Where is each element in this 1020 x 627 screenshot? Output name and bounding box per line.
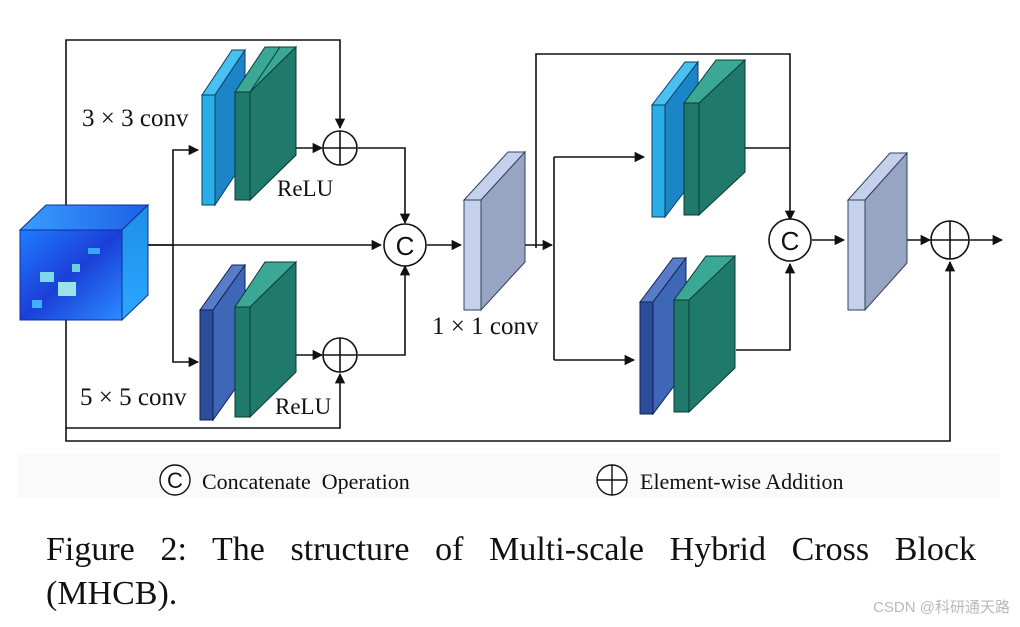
svg-text:C: C [167, 468, 183, 493]
concat-symbol-2: C [781, 226, 800, 256]
mhcb-diagram: C C 3 × 3 conv [18, 39, 1004, 498]
skip-line-top [65, 39, 346, 210]
watermark: CSDN @科研通天路 [873, 599, 1010, 616]
legend-concat-icon: C [159, 464, 191, 496]
legend-concat-label: Concatenate Operation [202, 469, 410, 494]
legend: C Concatenate Operation Element-wise Add… [18, 453, 1000, 498]
right-conv-bottom-block [639, 254, 736, 416]
branch-line-bottom [172, 245, 200, 368]
add-bottom-to-concat-line [358, 264, 411, 356]
label-conv5: 5 × 5 conv [80, 384, 187, 411]
concat-operator-1: C [383, 223, 427, 267]
skip-line-long [65, 260, 956, 442]
skip-line-right [535, 53, 796, 248]
conv3-block [201, 45, 297, 207]
conv5-block [199, 260, 297, 422]
conv1-block [462, 150, 527, 312]
legend-add-label: Element-wise Addition [640, 469, 843, 494]
label-relu-bottom: ReLU [275, 394, 332, 419]
add-operator-bottom [322, 337, 358, 373]
figure-caption: Figure 2: The structure of Multi-scale H… [46, 531, 976, 612]
label-relu-top: ReLU [277, 176, 334, 201]
final-gray-block [846, 151, 909, 312]
add-operator-final [930, 220, 970, 260]
add-top-to-concat-line [358, 147, 411, 225]
concat-symbol-1: C [396, 231, 415, 261]
skip-line-bottom [65, 320, 346, 429]
add-operator-top [322, 130, 358, 166]
label-conv3: 3 × 3 conv [82, 105, 189, 132]
label-conv1: 1 × 1 conv [432, 313, 539, 340]
branch-line-top [148, 144, 200, 246]
right-conv-top-block [650, 58, 746, 219]
connection-lines [65, 39, 1004, 442]
concat-operator-2: C [768, 218, 812, 262]
input-hyperspectral-cube [18, 203, 150, 322]
legend-add-icon [596, 464, 628, 496]
